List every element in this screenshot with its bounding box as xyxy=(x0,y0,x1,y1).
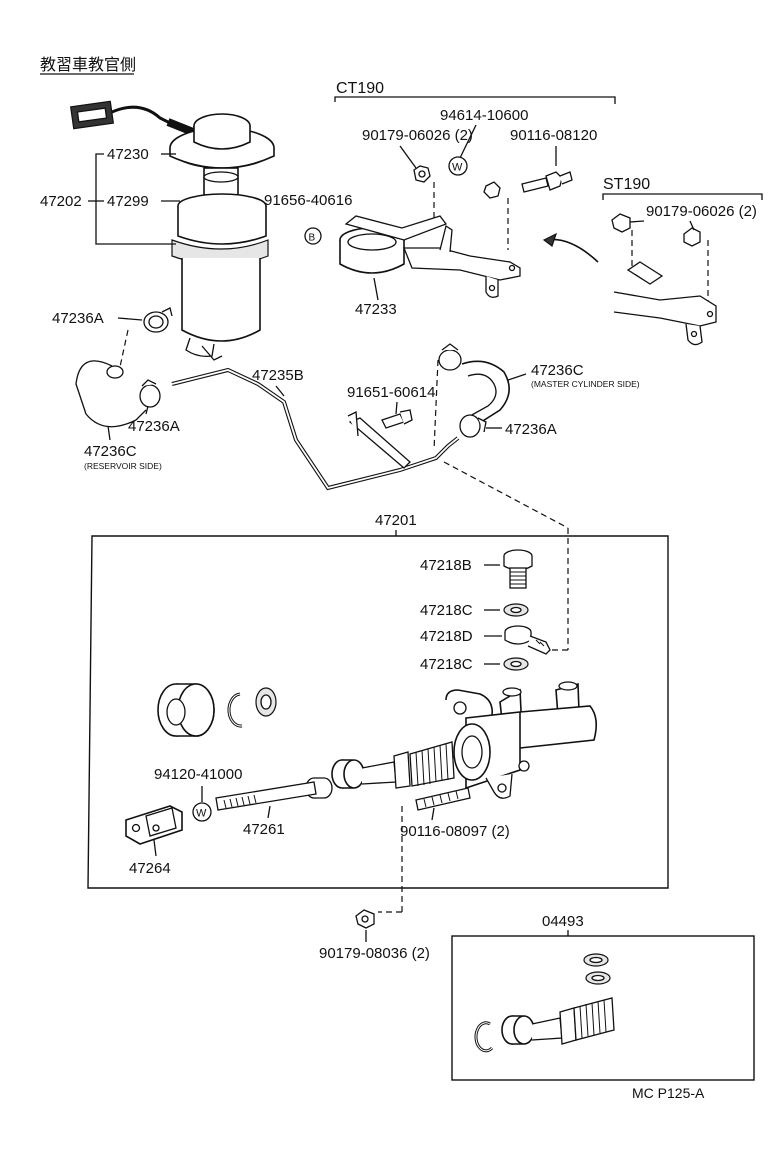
label-47235B: 47235B xyxy=(252,367,304,384)
master-cylinder-body xyxy=(445,681,598,799)
note-master-cylinder-side: (MASTER CYLINDER SIDE) xyxy=(531,379,640,389)
arrow-st190-to-ct190 xyxy=(545,238,599,263)
nut-icon xyxy=(413,165,431,183)
label-91651-60614: 91651-60614 xyxy=(347,384,435,401)
label-90179-08036: 90179-08036 (2) xyxy=(319,945,430,962)
gasket-icon xyxy=(503,603,529,617)
label-47218C-top: 47218C xyxy=(420,602,473,619)
push-rod-47261 xyxy=(215,777,333,811)
brake-pipe-47235B xyxy=(171,367,460,491)
piston-assembly xyxy=(331,741,455,789)
seal-ring-icon xyxy=(583,953,609,967)
hose-clamp-icon xyxy=(438,343,462,371)
hose-clamp-icon xyxy=(459,414,487,438)
union-bolt-icon xyxy=(503,549,533,589)
bracket-47233 xyxy=(339,215,521,298)
label-47236A-top: 47236A xyxy=(52,310,104,327)
label-47202: 47202 xyxy=(40,193,82,210)
note-reservoir-side: (RESERVOIR SIDE) xyxy=(84,461,162,471)
label-90179-06026-st: 90179-06026 (2) xyxy=(646,203,757,220)
reservoir-tank xyxy=(69,100,275,361)
washer-symbol-w: W xyxy=(452,162,463,174)
dust-boot-icon xyxy=(157,683,215,737)
circlip-icon xyxy=(227,692,243,728)
bolt-symbol-b: B xyxy=(309,233,316,244)
assembly-box-47201 xyxy=(87,535,669,889)
variant-ct190: CT190 xyxy=(336,80,384,97)
label-91656-40616: 91656-40616 xyxy=(264,192,352,209)
washer-icon xyxy=(448,156,468,176)
label-94120-41000: 94120-41000 xyxy=(154,766,242,783)
label-47233: 47233 xyxy=(355,301,397,318)
nut-icon xyxy=(355,909,375,929)
hose-master-cylinder-side xyxy=(461,360,510,425)
seal-ring-icon xyxy=(585,971,611,985)
repair-kit-box xyxy=(451,935,755,1081)
label-47236A-right: 47236A xyxy=(505,421,557,438)
nut-icon xyxy=(611,213,631,233)
label-47236A-mid: 47236A xyxy=(128,418,180,435)
seal-ring-icon xyxy=(255,687,277,717)
hose-clamp-icon xyxy=(143,307,173,333)
label-47264: 47264 xyxy=(129,860,171,877)
bolt-icon xyxy=(521,171,573,193)
hose-reservoir-side xyxy=(75,360,147,428)
nut-icon xyxy=(483,181,501,199)
label-47299: 47299 xyxy=(107,193,149,210)
nut-icon xyxy=(683,227,701,247)
diagram-code: MC P125-A xyxy=(632,1085,705,1101)
stud-bolt-icon xyxy=(415,787,471,811)
clevis-icon xyxy=(125,805,183,845)
label-47218C-bottom: 47218C xyxy=(420,656,473,673)
label-90116-08120: 90116-08120 xyxy=(510,127,597,144)
st190-bracket-part xyxy=(613,261,717,346)
label-47230: 47230 xyxy=(107,146,149,163)
circlip-icon xyxy=(474,1021,494,1053)
label-47261: 47261 xyxy=(243,821,285,838)
label-47236C-reservoir: 47236C xyxy=(84,443,137,460)
label-47218B: 47218B xyxy=(420,557,472,574)
washer-icon xyxy=(192,802,212,822)
bolt-symbol-icon xyxy=(304,227,322,245)
label-94614-10600: 94614-10600 xyxy=(440,107,528,124)
union-fitting-icon xyxy=(504,625,551,655)
label-90116-08097: 90116-08097 (2) xyxy=(400,823,510,840)
label-04493: 04493 xyxy=(542,913,584,930)
variant-st190: ST190 xyxy=(603,176,650,193)
label-47218D: 47218D xyxy=(420,628,473,645)
repair-piston-icon xyxy=(501,997,615,1045)
washer-symbol-w-2: W xyxy=(196,808,207,820)
diagram-title: 教習車教官側 xyxy=(40,56,136,74)
label-47236C-master: 47236C xyxy=(531,362,584,379)
callout-47202-bracket xyxy=(95,153,176,245)
screw-icon xyxy=(381,409,413,429)
ct190-bracket xyxy=(334,96,616,104)
label-90179-06026-ct: 90179-06026 (2) xyxy=(362,127,473,144)
hose-clamp-icon xyxy=(139,379,161,408)
st190-bracket xyxy=(602,193,763,200)
label-47201: 47201 xyxy=(375,512,417,529)
gasket-icon xyxy=(503,657,529,671)
